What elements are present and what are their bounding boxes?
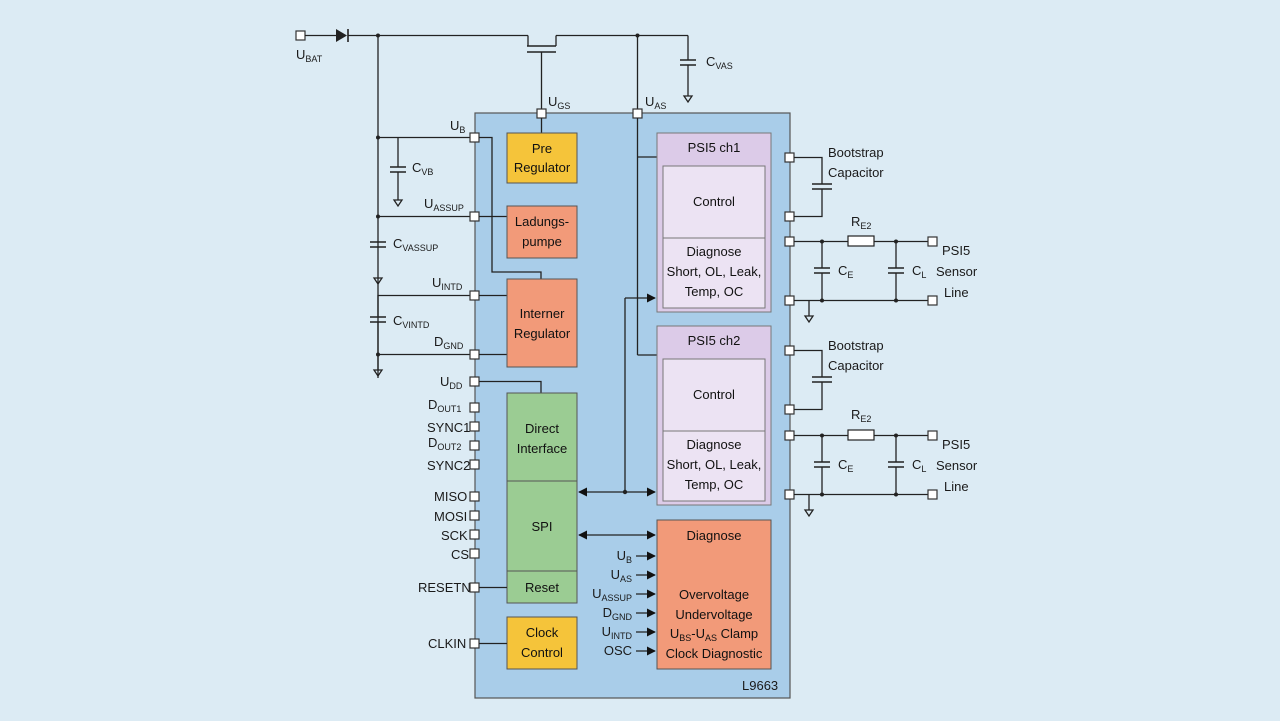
reset-block: Reset	[506, 570, 578, 604]
svg-text:Bootstrap: Bootstrap	[828, 338, 884, 353]
chip-name: L9663	[742, 678, 778, 693]
svg-text:Short, OL, Leak,: Short, OL, Leak,	[667, 264, 762, 279]
svg-text:RE2: RE2	[851, 214, 871, 231]
svg-text:CS: CS	[451, 547, 469, 562]
left-supply-wiring	[370, 135, 470, 378]
svg-text:UDD: UDD	[440, 374, 463, 391]
svg-text:Regulator: Regulator	[514, 160, 571, 175]
clock-control-block: Clock Control	[506, 616, 578, 670]
svg-text:CE: CE	[838, 457, 853, 474]
spi-block: SPI	[506, 480, 578, 572]
svg-text:Sensor: Sensor	[936, 458, 978, 473]
internal-wiring	[479, 118, 657, 540]
svg-text:MISO: MISO	[434, 489, 467, 504]
svg-text:CL: CL	[912, 263, 926, 280]
svg-text:Direct: Direct	[525, 421, 559, 436]
svg-text:Overvoltage: Overvoltage	[679, 587, 749, 602]
svg-text:UASSUP: UASSUP	[424, 196, 464, 213]
psi5-ch1-external	[784, 152, 938, 324]
svg-text:CL: CL	[912, 457, 926, 474]
svg-text:DOUT2: DOUT2	[428, 435, 461, 452]
pre-regulator-block: Pre Regulator	[506, 132, 578, 184]
svg-text:UB: UB	[450, 118, 465, 135]
svg-text:Clock: Clock	[526, 625, 559, 640]
svg-text:MOSI: MOSI	[434, 509, 467, 524]
diagnose-input-label: OSC	[604, 643, 632, 658]
svg-text:UBS-UAS Clamp: UBS-UAS Clamp	[670, 626, 758, 643]
diagnose-input-label: UB	[617, 548, 632, 565]
svg-text:PSI5 ch1: PSI5 ch1	[688, 140, 741, 155]
svg-text:pumpe: pumpe	[522, 234, 562, 249]
svg-text:Line: Line	[944, 479, 969, 494]
svg-text:Control: Control	[521, 645, 563, 660]
svg-text:Bootstrap: Bootstrap	[828, 145, 884, 160]
svg-text:Control: Control	[693, 194, 735, 209]
svg-text:DOUT1: DOUT1	[428, 397, 461, 414]
svg-text:PSI5: PSI5	[942, 243, 970, 258]
svg-text:Interface: Interface	[517, 441, 568, 456]
svg-text:SYNC2: SYNC2	[427, 458, 470, 473]
svg-text:SCK: SCK	[441, 528, 468, 543]
ladungspumpe-block: Ladungs- pumpe	[506, 205, 578, 259]
diagnose-input-label: DGND	[603, 605, 633, 622]
svg-text:CE: CE	[838, 263, 853, 280]
svg-text:Pre: Pre	[532, 141, 552, 156]
psi5-ch2-block: PSI5 ch2 Control Diagnose Short, OL, Lea…	[656, 325, 772, 506]
svg-text:UGS: UGS	[548, 94, 570, 111]
svg-text:UAS: UAS	[645, 94, 666, 111]
svg-text:DGND: DGND	[434, 334, 464, 351]
left-pins	[469, 132, 480, 649]
svg-text:Interner: Interner	[520, 306, 565, 321]
svg-text:CLKIN: CLKIN	[428, 636, 466, 651]
svg-text:SYNC1: SYNC1	[427, 420, 470, 435]
diagnose-inputs: UB UAS UASSUP DGND UINTD OSC	[592, 548, 656, 658]
svg-text:Capacitor: Capacitor	[828, 165, 884, 180]
svg-text:Regulator: Regulator	[514, 326, 571, 341]
svg-text:PSI5 ch2: PSI5 ch2	[688, 333, 741, 348]
psi5-ch1-block: PSI5 ch1 Control Diagnose Short, OL, Lea…	[656, 132, 772, 313]
psi5-ch2-external	[784, 345, 938, 518]
direct-interface-block: Direct Interface	[506, 392, 578, 482]
svg-text:CVASSUP: CVASSUP	[393, 236, 438, 253]
svg-text:PSI5: PSI5	[942, 437, 970, 452]
interner-regulator-block: Interner Regulator	[506, 278, 578, 368]
supply-wiring	[295, 29, 696, 378]
svg-text:RE2: RE2	[851, 407, 871, 424]
svg-text:UBAT: UBAT	[296, 47, 323, 64]
svg-text:Undervoltage: Undervoltage	[675, 607, 752, 622]
svg-text:Short, OL, Leak,: Short, OL, Leak,	[667, 457, 762, 472]
svg-text:RESETN: RESETN	[418, 580, 471, 595]
svg-text:Reset: Reset	[525, 580, 559, 595]
svg-text:SPI: SPI	[532, 519, 553, 534]
diagnose-block: Diagnose Overvoltage Undervoltage UBS-UA…	[656, 519, 772, 670]
diagnose-input-label: UAS	[611, 567, 632, 584]
svg-text:Temp, OC: Temp, OC	[685, 477, 744, 492]
svg-text:Diagnose: Diagnose	[687, 244, 742, 259]
svg-text:Clock Diagnostic: Clock Diagnostic	[666, 646, 763, 661]
diagnose-input-label: UINTD	[602, 624, 633, 641]
svg-text:Capacitor: Capacitor	[828, 358, 884, 373]
svg-text:CVAS: CVAS	[706, 54, 733, 71]
diagnose-input-label: UASSUP	[592, 586, 632, 603]
svg-text:Temp, OC: Temp, OC	[685, 284, 744, 299]
diode-icon	[336, 29, 347, 42]
svg-text:Ladungs-: Ladungs-	[515, 214, 569, 229]
svg-text:Control: Control	[693, 387, 735, 402]
svg-text:Diagnose: Diagnose	[687, 437, 742, 452]
svg-text:UINTD: UINTD	[432, 275, 463, 292]
svg-text:CVINTD: CVINTD	[393, 313, 430, 330]
svg-text:Diagnose: Diagnose	[687, 528, 742, 543]
svg-text:Sensor: Sensor	[936, 264, 978, 279]
svg-text:CVB: CVB	[412, 160, 433, 177]
svg-text:Line: Line	[944, 285, 969, 300]
